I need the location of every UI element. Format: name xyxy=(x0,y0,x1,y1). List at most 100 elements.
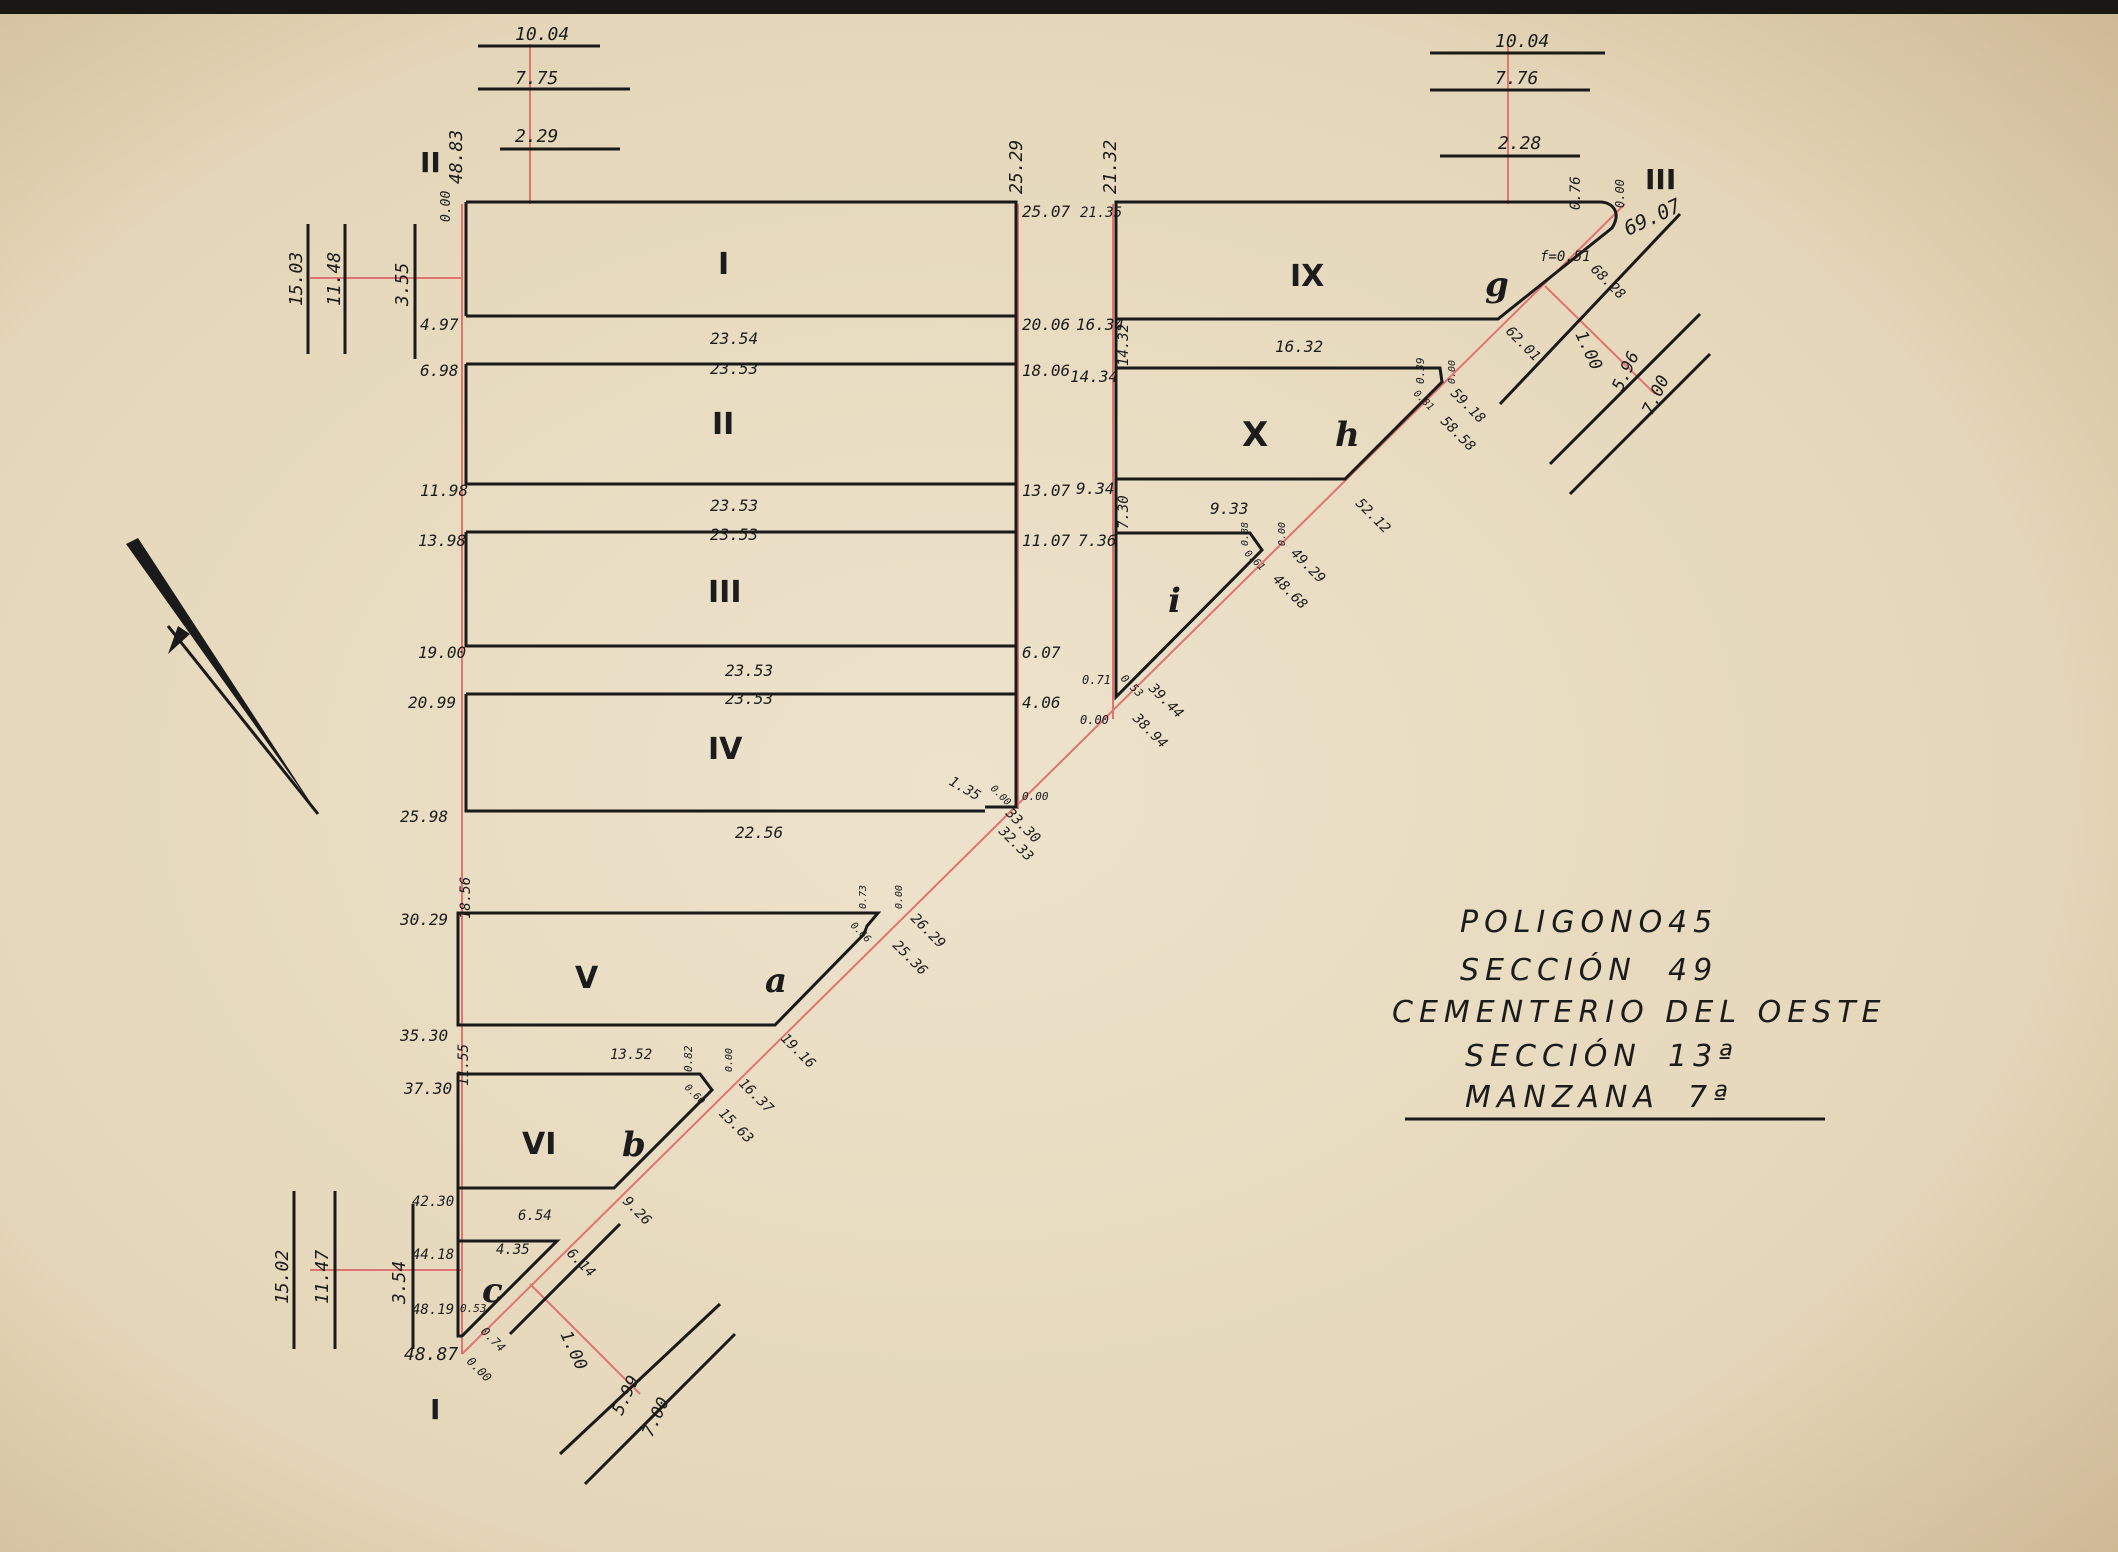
measure-label: 18.56 xyxy=(458,877,474,919)
ref-top-left-value: 7.75 xyxy=(515,68,558,89)
ref-left-top-value: 15.03 xyxy=(286,252,307,306)
measure-label: 0.00 xyxy=(1080,713,1109,727)
title-poligono: POLIGONO xyxy=(1460,905,1668,940)
measure-label: 44.18 xyxy=(412,1247,454,1263)
width-label: 23.53 xyxy=(710,496,758,515)
ref-left-top-value: 3.55 xyxy=(392,263,413,307)
measure-label: 20.99 xyxy=(408,693,456,712)
ref-left-bottom-value: 3.54 xyxy=(389,1261,410,1305)
width-label: 13.52 xyxy=(610,1047,652,1063)
measure-label: 9.34 xyxy=(1076,479,1115,498)
measure-label: 0.71 xyxy=(1082,673,1111,687)
ref-left-top-value: 11.48 xyxy=(324,252,345,306)
measure-label: 0.82 xyxy=(682,1045,695,1072)
plot-label-I: I xyxy=(718,247,729,282)
measure-label: 13.07 xyxy=(1022,481,1071,500)
measure-label: 0.00 xyxy=(724,1048,735,1072)
plot-label-IV: IV xyxy=(708,732,743,767)
width-label: 9.33 xyxy=(1210,499,1249,518)
measure-label: 6.98 xyxy=(420,361,459,380)
width-label: 23.53 xyxy=(725,689,773,708)
measure-label: 25.98 xyxy=(400,807,448,826)
plot-label-i: i xyxy=(1168,581,1181,621)
measure-label: 0.88 xyxy=(1240,522,1251,546)
measure-label: 48.87 xyxy=(404,1344,458,1365)
plot-widths: 23.54 23.53 23.53 23.53 23.53 23.53 22.5… xyxy=(496,329,1323,1258)
measure-label: 37.30 xyxy=(403,1079,452,1098)
measure-label: 25.29 xyxy=(1006,140,1027,194)
measure-label: 0.53 xyxy=(460,1302,487,1315)
measure-label: 7.36 xyxy=(1078,531,1117,550)
ref-top-right-value: 2.28 xyxy=(1498,133,1541,154)
measure-label: 0.73 xyxy=(858,885,869,909)
measure-label: 0.39 xyxy=(1414,358,1427,385)
measure-label: 48.19 xyxy=(412,1302,454,1318)
plot-label-h: h xyxy=(1335,415,1360,455)
measure-label: f=0.51 xyxy=(1540,249,1591,265)
title-seccion-number: 49 xyxy=(1668,953,1718,988)
measure-label: 7.30 xyxy=(1116,495,1132,529)
title-seccion-2: SECCIÓN xyxy=(1465,1037,1642,1074)
measure-label: 30.29 xyxy=(399,910,448,929)
measure-label: 0.00 xyxy=(1022,790,1049,803)
measure-label: 0.76 xyxy=(1568,176,1584,210)
title-manzana-number: 7ª xyxy=(1688,1080,1733,1115)
plot-label-g: g xyxy=(1485,265,1509,305)
plot-label-VI: VI xyxy=(522,1127,556,1162)
plot-label-X: X xyxy=(1242,415,1268,455)
plot-label-V: V xyxy=(575,961,599,996)
measure-label: 14.32 xyxy=(1116,324,1132,366)
ref-top-right-value: 7.76 xyxy=(1495,68,1538,89)
measure-label: 4.06 xyxy=(1022,693,1061,712)
plot-label-III: III xyxy=(708,575,742,610)
middle-axis-measurements: 25.29 25.07 20.06 18.06 13.07 11.07 6.07… xyxy=(946,140,1071,865)
survey-axes xyxy=(310,44,1656,1395)
width-label: 16.32 xyxy=(1275,337,1323,356)
corner-label-I: I xyxy=(430,1393,440,1426)
measure-label: 11.98 xyxy=(420,481,468,500)
measure-label: 14.34 xyxy=(1070,367,1118,386)
paper-background xyxy=(0,14,2118,1552)
corner-label-II: II xyxy=(420,146,441,179)
measure-label: 48.83 xyxy=(446,130,467,184)
plot-label-IX: IX xyxy=(1290,259,1324,294)
width-label: 4.35 xyxy=(496,1242,530,1258)
measure-label: 20.06 xyxy=(1022,315,1070,334)
ref-top-right-value: 10.04 xyxy=(1495,31,1549,52)
measure-label: 25.07 xyxy=(1022,202,1071,221)
title-block: POLIGONO 45 SECCIÓN 49 CEMENTERIO DEL OE… xyxy=(1392,905,1881,1115)
plot-label-a: a xyxy=(765,961,787,1001)
measure-label: 11.07 xyxy=(1022,531,1071,550)
measure-label: 35.30 xyxy=(399,1026,448,1045)
ref-top-left-value: 10.04 xyxy=(515,24,569,45)
ref-left-bottom-value: 15.02 xyxy=(272,1250,293,1304)
measure-label: 6.07 xyxy=(1022,643,1061,662)
measure-label: 0.00 xyxy=(1613,179,1627,208)
title-poligono-number: 45 xyxy=(1668,905,1718,940)
measure-label: 21.35 xyxy=(1080,205,1122,221)
north-arrow-icon xyxy=(126,538,320,815)
ref-top-left-value: 2.29 xyxy=(515,126,558,147)
measure-label: 0.00 xyxy=(1277,522,1288,546)
measure-label: 0.00 xyxy=(1447,360,1458,384)
width-label: 23.53 xyxy=(725,661,773,680)
ref-left-bottom-value: 11.47 xyxy=(312,1250,333,1304)
survey-plan-sheet: II III I I II III IV V a VI b c IX g X h… xyxy=(0,14,2118,1552)
measure-label: 0.00 xyxy=(439,191,454,222)
measure-label: 19.00 xyxy=(418,643,466,662)
measure-label: 11.55 xyxy=(456,1044,472,1086)
measure-label: 4.97 xyxy=(420,315,459,334)
title-manzana: MANZANA xyxy=(1465,1080,1660,1115)
plot-label-b: b xyxy=(622,1125,646,1165)
plot-label-c: c xyxy=(482,1271,503,1311)
width-label: 22.56 xyxy=(735,823,783,842)
width-label: 23.53 xyxy=(710,525,758,544)
measure-label: 16.34 xyxy=(1076,315,1124,334)
measure-label: 21.32 xyxy=(1100,140,1121,194)
width-label: 6.54 xyxy=(518,1208,552,1224)
plot-label-II: II xyxy=(712,407,734,442)
width-label: 23.54 xyxy=(710,329,758,348)
width-label: 23.53 xyxy=(710,359,758,378)
title-seccion-2-number: 13ª xyxy=(1668,1039,1738,1074)
measure-label: 13.98 xyxy=(418,531,466,550)
